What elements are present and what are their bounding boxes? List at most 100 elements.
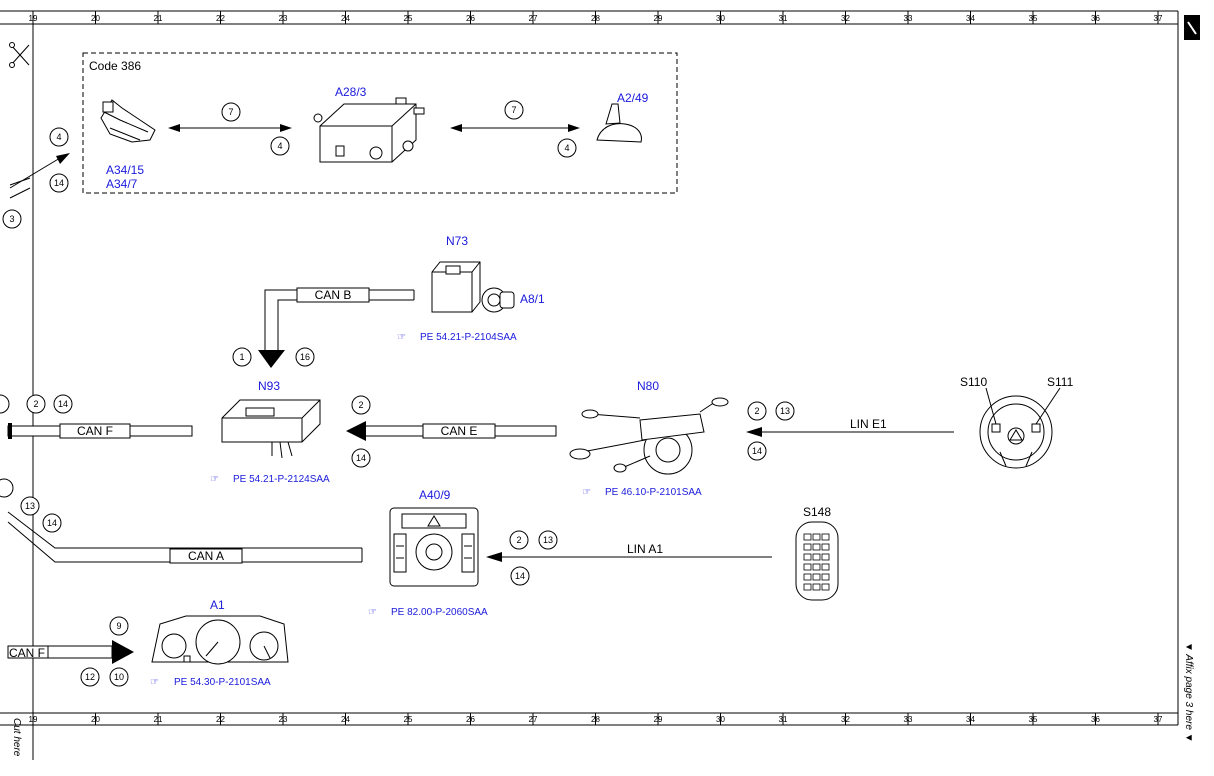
ruler-tick-label: 25 — [404, 14, 413, 23]
keypad-key — [812, 573, 821, 581]
keypad-key — [812, 543, 821, 551]
marker-c-top7a: 7 — [221, 102, 241, 122]
marker-c-canb-16: 16 — [295, 347, 315, 367]
ruler-tick-label: 29 — [654, 14, 663, 23]
a28-label: A28/3 — [335, 85, 367, 99]
ruler-tick-label: 23 — [279, 14, 288, 23]
ruler-labels: 1919202021212222232324242525262627272828… — [29, 11, 1163, 725]
a1-instrument-cluster-icon — [151, 615, 289, 665]
can-a-link: CAN A — [7, 511, 363, 564]
svg-text:☞: ☞ — [582, 487, 591, 498]
n80-label: N80 — [637, 379, 659, 393]
a34-a28-link — [168, 124, 292, 132]
svg-text:☞: ☞ — [368, 607, 377, 618]
s110-label: S110 — [960, 375, 987, 389]
marker-c-canb-1: 1 — [232, 347, 252, 367]
keypad-key — [821, 583, 830, 591]
ruler-tick-label: 30 — [716, 715, 725, 724]
marker-number: 4 — [56, 132, 61, 142]
affix-marker-icon — [1184, 15, 1200, 40]
n93-ref-text: PE 54.21-P-2124SAA — [233, 474, 330, 485]
ruler-tick-label: 23 — [279, 715, 288, 724]
marker-c-line1-13: 13 — [775, 401, 795, 421]
a1-ref: ☞ PE 54.30-P-2101SAA — [150, 677, 271, 688]
can-a-label: CAN A — [188, 549, 224, 563]
marker-number: 12 — [85, 672, 95, 682]
marker-number: 10 — [114, 672, 124, 682]
ruler-tick-label: 32 — [841, 715, 850, 724]
cut-here-note: Cut here — [11, 718, 22, 757]
ruler-tick-label: 28 — [591, 715, 600, 724]
ruler-tick-label: 21 — [154, 715, 163, 724]
a2-label: A2/49 — [617, 91, 649, 105]
marker-number: 7 — [228, 107, 233, 117]
marker-c-top4a: 4 — [270, 136, 290, 156]
s148-keypad-icon — [795, 521, 839, 601]
marker-c-cane-2: 2 — [351, 395, 371, 415]
keypad-key — [812, 563, 821, 571]
marker-c-a1-9: 9 — [109, 616, 129, 636]
n93-gateway-icon — [221, 399, 321, 459]
ruler-tick-label: 31 — [779, 14, 788, 23]
s111-label: S111 — [1047, 375, 1074, 389]
ruler-tick-label: 37 — [1154, 715, 1163, 724]
ruler-tick-label: 30 — [716, 14, 725, 23]
left-input-arrow — [9, 153, 70, 199]
s148-label: S148 — [803, 505, 831, 519]
ruler-tick-label: 33 — [904, 14, 913, 23]
marker-c-a1-10: 10 — [109, 667, 129, 687]
marker-c-line1-14: 14 — [747, 441, 767, 461]
a8-label: A8/1 — [520, 292, 545, 306]
s111-leader — [1035, 387, 1061, 425]
keypad-key — [812, 553, 821, 561]
svg-text:☞: ☞ — [397, 332, 406, 343]
marker-c-left-3: 3 — [2, 209, 22, 229]
ruler-tick-label: 19 — [29, 715, 38, 724]
keypad-key — [803, 533, 812, 541]
ruler-tick-label: 26 — [466, 14, 475, 23]
marker-c-line1-2: 2 — [747, 401, 767, 421]
marker-number: 16 — [300, 352, 310, 362]
ruler-tick-label: 27 — [529, 715, 538, 724]
n93-label: N93 — [258, 379, 280, 393]
keypad-key — [803, 543, 812, 551]
marker-c-lina1-2: 2 — [509, 530, 529, 550]
a28-a2-link — [450, 124, 580, 132]
n80-ref-text: PE 46.10-P-2101SAA — [605, 487, 702, 498]
marker-number: 14 — [58, 399, 68, 409]
lin-a1-label: LIN A1 — [627, 542, 663, 556]
a1-ref-text: PE 54.30-P-2101SAA — [174, 677, 271, 688]
ruler-tick-label: 20 — [91, 14, 100, 23]
can-f-a1-link: CAN F — [7, 640, 134, 664]
marker-number: 13 — [25, 501, 35, 511]
n80-ref: ☞ PE 46.10-P-2101SAA — [582, 487, 702, 498]
marker-number: 2 — [358, 400, 363, 410]
a40-ref: ☞ PE 82.00-P-2060SAA — [368, 607, 488, 618]
antenna-icon — [596, 103, 642, 143]
marker-number: 9 — [116, 621, 121, 631]
marker-c-canf-14: 14 — [53, 394, 73, 414]
a34-label2: A34/7 — [106, 177, 138, 191]
lin-e1-label: LIN E1 — [850, 417, 887, 431]
ruler-tick-label: 19 — [29, 14, 38, 23]
ruler-tick-label: 27 — [529, 14, 538, 23]
marker-c-top7b: 7 — [504, 100, 524, 120]
keypad-key — [821, 553, 830, 561]
ruler-tick-label: 29 — [654, 715, 663, 724]
n80-steering-module-icon — [569, 397, 729, 475]
marker-c-cana-14: 14 — [42, 513, 62, 533]
ruler-tick-label: 34 — [966, 14, 975, 23]
a40-ref-text: PE 82.00-P-2060SAA — [391, 607, 488, 618]
marker-c-canf-2: 2 — [26, 394, 46, 414]
marker-number: 1 — [239, 352, 244, 362]
a40-control-panel-icon — [389, 507, 479, 587]
lin-a1-link: LIN A1 — [486, 542, 772, 562]
ruler-tick-label: 33 — [904, 715, 913, 724]
keypad-key — [803, 573, 812, 581]
ruler-tick-label: 35 — [1029, 715, 1038, 724]
ruler-tick-label: 20 — [91, 715, 100, 724]
marker-c-a34-4: 4 — [49, 127, 69, 147]
keypad-key — [812, 583, 821, 591]
